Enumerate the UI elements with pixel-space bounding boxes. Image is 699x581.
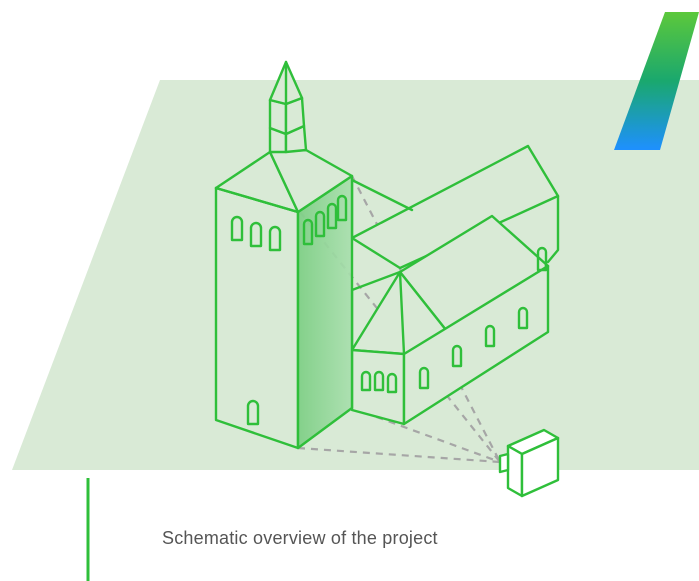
diagram-caption: Schematic overview of the project — [162, 528, 438, 548]
accent-stripe-icon — [614, 12, 699, 150]
scanner-device-icon — [498, 428, 560, 498]
church-building-icon — [214, 60, 560, 450]
